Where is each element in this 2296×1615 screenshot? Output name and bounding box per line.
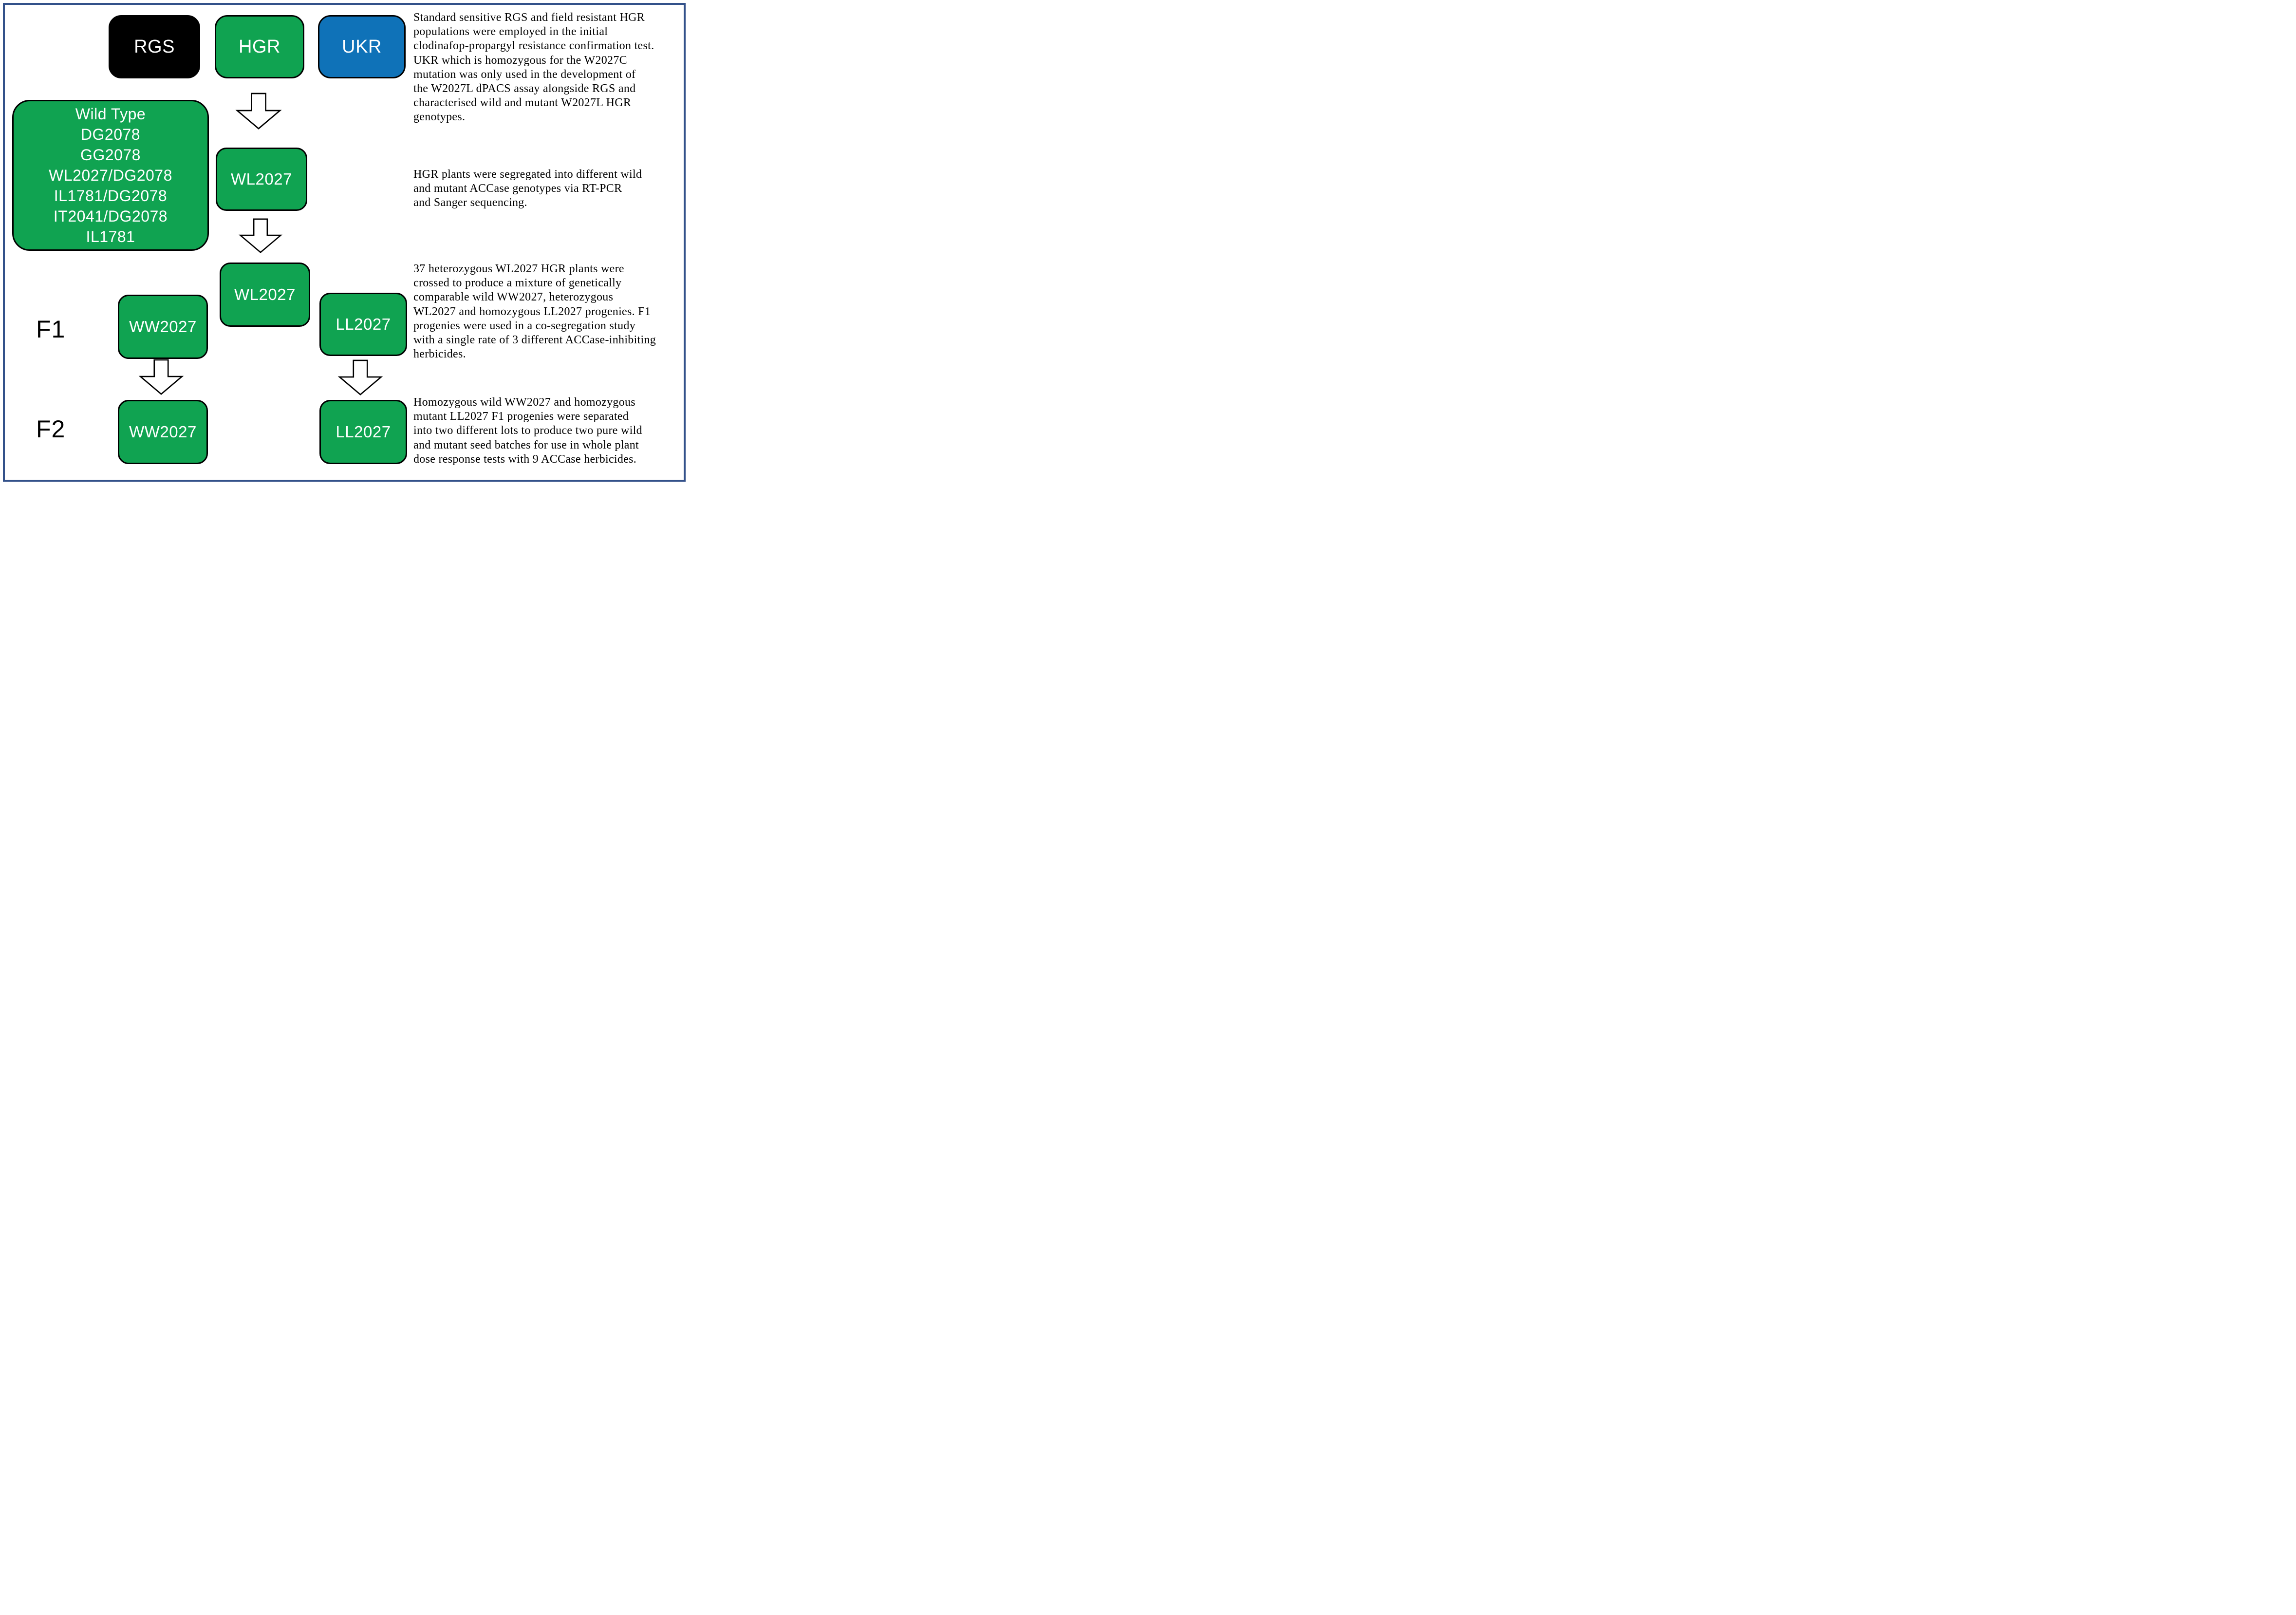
- node-ww2027-f2-label: WW2027: [129, 423, 197, 441]
- node-wl2027-segregated-label: WL2027: [231, 170, 292, 188]
- node-ll2027-f2-label: LL2027: [336, 423, 391, 441]
- annotation-paragraph-3: 37 heterozygous WL2027 HGR plants were c…: [413, 263, 656, 361]
- annotation-paragraph-1: Standard sensitive RGS and field resista…: [413, 11, 654, 124]
- node-ww2027-f1-label: WW2027: [129, 318, 197, 336]
- node-ukr-label: UKR: [342, 36, 382, 57]
- down-arrow-icon: [238, 218, 283, 253]
- annotation-paragraph-4: Homozygous wild WW2027 and homozygous mu…: [413, 396, 642, 466]
- node-rgs: RGS: [109, 15, 200, 78]
- down-arrow-icon: [337, 359, 383, 395]
- node-ll2027-f1-label: LL2027: [336, 315, 391, 333]
- down-arrow-icon: [235, 93, 282, 130]
- node-ww2027-f2: WW2027: [118, 400, 208, 464]
- node-rgs-label: RGS: [134, 36, 175, 57]
- node-ll2027-f2: LL2027: [319, 400, 407, 464]
- node-wl2027-crossed: WL2027: [220, 263, 310, 327]
- node-ll2027-f1: LL2027: [319, 293, 407, 356]
- flowchart-figure: RGS HGR UKR Wild Type DG2078 GG2078 WL20…: [0, 0, 689, 485]
- generation-label-f1: F1: [36, 316, 66, 343]
- node-wild-type-genotypes: Wild Type DG2078 GG2078 WL2027/DG2078 IL…: [12, 100, 209, 251]
- node-wild-type-lines: Wild Type DG2078 GG2078 WL2027/DG2078 IL…: [49, 105, 172, 245]
- annotation-paragraph-2: HGR plants were segregated into differen…: [413, 168, 642, 209]
- node-wl2027-segregated: WL2027: [216, 148, 307, 211]
- node-hgr: HGR: [215, 15, 304, 78]
- generation-label-f2: F2: [36, 415, 66, 443]
- node-ukr: UKR: [318, 15, 406, 78]
- node-hgr-label: HGR: [239, 36, 280, 57]
- node-ww2027-f1: WW2027: [118, 295, 208, 359]
- down-arrow-icon: [138, 359, 184, 395]
- node-wl2027-crossed-label: WL2027: [234, 285, 296, 303]
